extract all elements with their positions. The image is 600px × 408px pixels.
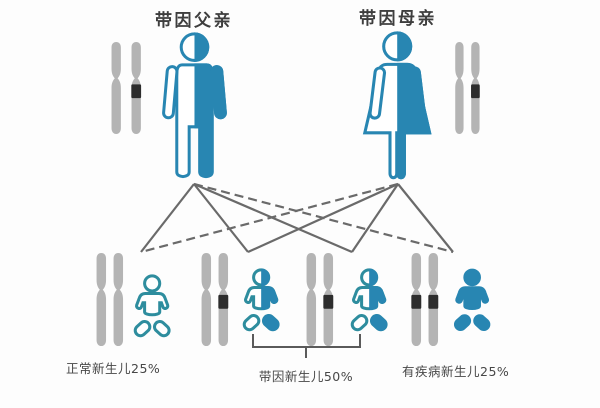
mother-figure-icon <box>363 31 432 180</box>
gene-band <box>218 294 229 309</box>
father-chromosome-pair <box>111 42 142 134</box>
gene-band <box>471 84 480 99</box>
gene-band <box>323 294 334 309</box>
child-4-affected-group <box>411 253 493 346</box>
inheritance-lines <box>140 182 454 254</box>
affected-newborn-label: 有疾病新生儿25% <box>402 364 510 379</box>
baby-icon-affected <box>451 268 493 334</box>
father-label: 带因父亲 <box>155 11 233 31</box>
gene-band <box>428 294 439 309</box>
baby-icon-carrier <box>240 268 282 334</box>
child-1-normal-group <box>96 253 173 346</box>
father-figure-icon <box>161 32 228 179</box>
baby-icon-normal <box>131 274 173 340</box>
baby-icon-carrier <box>348 268 390 334</box>
mother-label: 带因母亲 <box>359 9 437 29</box>
child-2-carrier-group <box>201 253 282 346</box>
gene-band <box>131 84 142 99</box>
child-3-carrier-group <box>306 253 390 346</box>
mother-chromosome-pair <box>455 42 480 134</box>
gene-band <box>411 294 422 309</box>
normal-newborn-label: 正常新生儿25% <box>66 361 161 376</box>
carrier-newborn-label: 带因新生儿50% <box>258 369 354 384</box>
carrier-bracket <box>252 334 361 358</box>
